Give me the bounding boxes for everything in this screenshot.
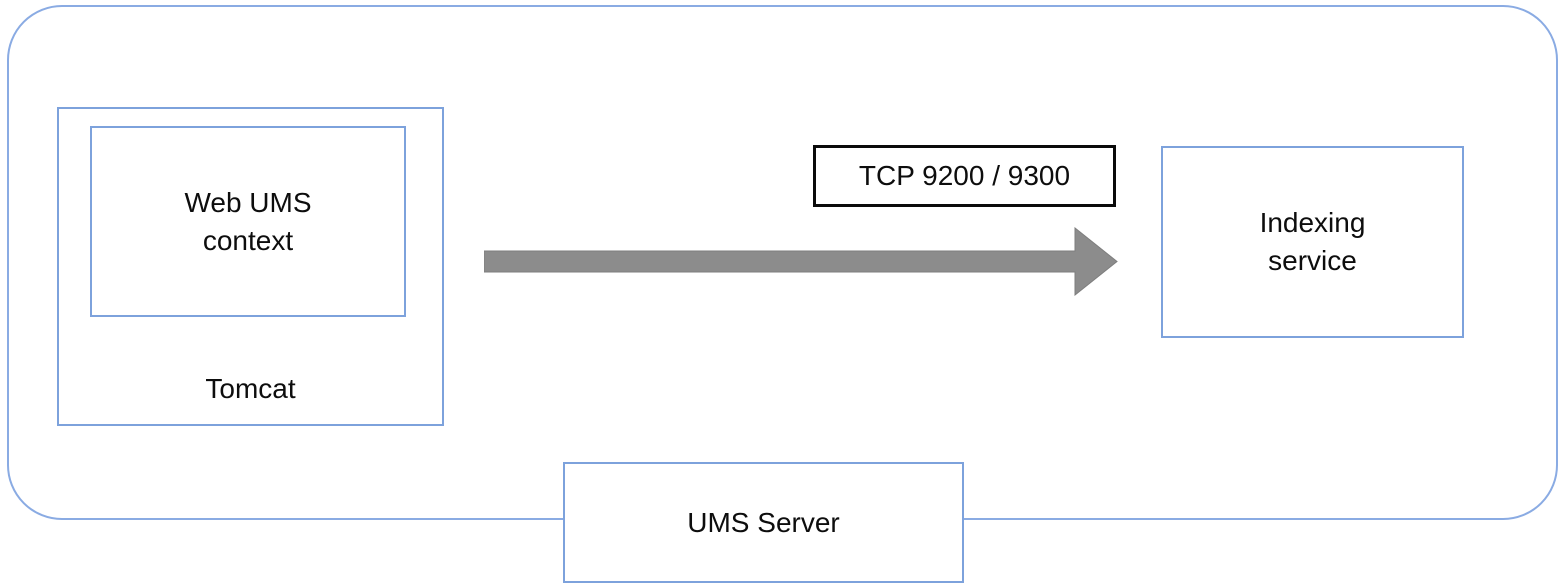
indexing-service-label: Indexing service: [1259, 207, 1366, 276]
right-arrow-icon: [484, 227, 1118, 296]
indexing-service-box: Indexing service: [1161, 146, 1464, 338]
web-ums-context-label: Web UMS context: [184, 186, 312, 256]
tcp-port-label: TCP 9200 / 9300: [858, 160, 1071, 191]
tcp-port-label-box: TCP 9200 / 9300: [813, 145, 1116, 207]
ums-server-label: UMS Server: [687, 506, 840, 538]
web-ums-context-box: Web UMS context: [90, 126, 406, 317]
tomcat-label: Tomcat: [205, 373, 296, 404]
tomcat-box: Web UMS context Tomcat: [57, 107, 444, 426]
ums-server-box: UMS Server: [563, 462, 964, 583]
